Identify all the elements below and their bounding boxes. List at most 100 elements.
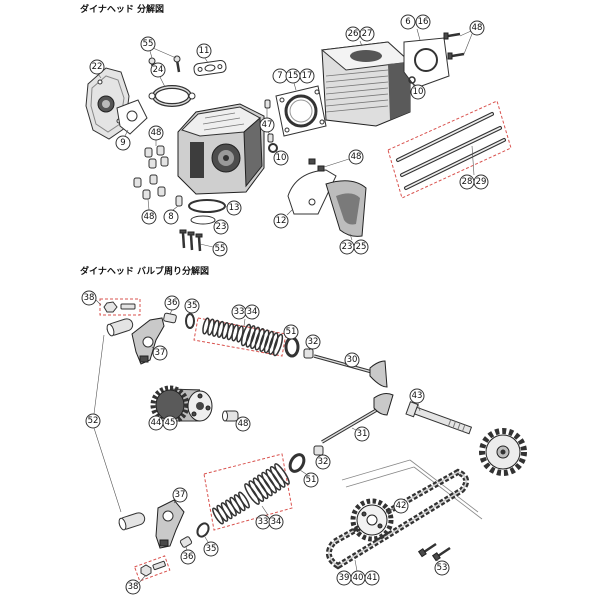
- head-o-ring-part: [188, 199, 226, 225]
- head-exploded-view: [85, 32, 512, 252]
- small-ring-part: [408, 76, 416, 84]
- callout-label: 23: [213, 219, 229, 235]
- svg-text:28: 28: [462, 177, 473, 187]
- callout-label: 51: [283, 324, 299, 340]
- svg-text:44: 44: [151, 418, 162, 428]
- callout-label: 39: [336, 570, 352, 586]
- svg-text:23: 23: [342, 242, 353, 252]
- callout-label: 35: [203, 541, 219, 557]
- svg-text:51: 51: [306, 475, 317, 485]
- svg-text:15: 15: [288, 71, 299, 81]
- tensioner-bolt-part: [405, 401, 473, 435]
- callout-label: 42: [393, 498, 409, 514]
- valve-caps-upper-part: [144, 145, 169, 169]
- spring-coil: [259, 329, 270, 352]
- svg-text:24: 24: [153, 65, 164, 75]
- svg-text:48: 48: [151, 128, 162, 138]
- spring-coil: [268, 332, 279, 355]
- svg-text:33: 33: [258, 517, 269, 527]
- callout-label: 25: [353, 239, 369, 255]
- svg-text:27: 27: [362, 29, 373, 39]
- svg-text:17: 17: [302, 71, 313, 81]
- callout-label: 13: [226, 200, 242, 216]
- dowel-pin-part: [175, 195, 183, 207]
- callout-label: 32: [305, 334, 321, 350]
- callout-label: 55: [212, 241, 228, 257]
- callout-label: 10: [273, 150, 289, 166]
- valve-spring-outer: [240, 323, 284, 357]
- svg-text:48: 48: [472, 23, 483, 33]
- svg-text:30: 30: [347, 355, 358, 365]
- adjuster-screw-top-part: [99, 298, 141, 316]
- cover-bolts-part: [308, 158, 325, 172]
- callout-label: 16: [415, 14, 431, 30]
- callout-label: 35: [184, 298, 200, 314]
- svg-text:11: 11: [199, 46, 210, 56]
- callout-label: 23: [339, 239, 355, 255]
- callout-label: 17: [299, 68, 315, 84]
- callout-label: 26: [345, 26, 361, 42]
- spring-coil: [248, 480, 265, 502]
- valve-springs-bottom-part: [203, 453, 293, 531]
- rocker-shaft-bottom-part: [118, 512, 146, 531]
- svg-text:29: 29: [476, 177, 487, 187]
- svg-text:48: 48: [144, 212, 155, 222]
- callout-label: 48: [148, 125, 164, 141]
- svg-text:51: 51: [286, 327, 297, 337]
- callout-label: 24: [150, 62, 166, 78]
- svg-text:32: 32: [318, 457, 329, 467]
- callout-label: 15: [285, 68, 301, 84]
- exhaust-valve-part: [313, 354, 388, 388]
- callout-label: 55: [140, 36, 156, 52]
- callout-label: 10: [410, 84, 426, 100]
- dowels-part: [264, 99, 274, 143]
- camshaft-part: [150, 385, 213, 425]
- cam-cap-part: [222, 410, 239, 422]
- callout-label: 12: [273, 213, 289, 229]
- svg-text:37: 37: [155, 348, 166, 358]
- svg-text:42: 42: [396, 501, 407, 511]
- push-rods-part: [387, 100, 512, 199]
- callout-label: 36: [164, 295, 180, 311]
- bolts-right-part: [443, 32, 465, 60]
- valve-cotter-top-part: [163, 312, 177, 324]
- callout-label: 36: [180, 549, 196, 565]
- svg-text:9: 9: [120, 138, 125, 148]
- svg-text:34: 34: [271, 517, 282, 527]
- spring-coil: [269, 466, 286, 488]
- valve-cotter-bottom-part: [179, 536, 193, 548]
- svg-text:8: 8: [168, 212, 173, 222]
- callout-label: 9: [115, 135, 131, 151]
- callout-label: 31: [354, 426, 370, 442]
- intake-gasket-part: [148, 85, 196, 107]
- spring-coil: [263, 330, 275, 354]
- svg-text:10: 10: [276, 153, 287, 163]
- callout-label: 33: [231, 304, 247, 320]
- svg-text:43: 43: [412, 391, 423, 401]
- callout-label: 53: [434, 560, 450, 576]
- svg-text:45: 45: [165, 418, 176, 428]
- callout-label: 48: [235, 416, 251, 432]
- svg-text:23: 23: [216, 222, 227, 232]
- svg-text:35: 35: [206, 544, 217, 554]
- small-o-ring-part: [268, 143, 278, 153]
- svg-text:39: 39: [339, 573, 350, 583]
- callout-label: 22: [89, 59, 105, 75]
- svg-text:36: 36: [167, 298, 178, 308]
- spring-coil: [238, 491, 250, 509]
- callout-label: 38: [81, 290, 97, 306]
- spring-retainer-bottom-part: [196, 522, 210, 538]
- svg-text:38: 38: [128, 582, 139, 592]
- svg-text:13: 13: [229, 203, 240, 213]
- callout-label: 48: [469, 20, 485, 36]
- callout-label: 43: [409, 388, 425, 404]
- spring-coil: [265, 468, 282, 491]
- svg-text:31: 31: [357, 429, 368, 439]
- cover-gasket-part: [116, 99, 148, 135]
- svg-text:26: 26: [348, 29, 359, 39]
- callout-label: 33: [255, 514, 271, 530]
- spring-retainer-top-part: [185, 313, 195, 329]
- spring-coil: [245, 325, 256, 348]
- cylinder-gasket-part: [275, 85, 327, 137]
- valve-spring-inner: [212, 491, 250, 525]
